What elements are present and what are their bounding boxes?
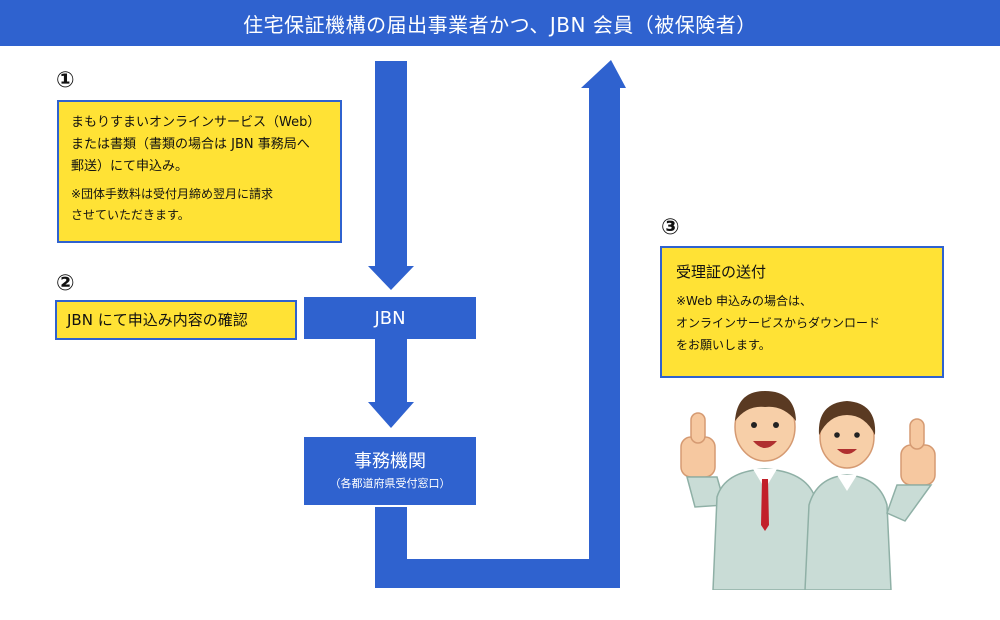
arrow-shaft-to-office — [375, 338, 407, 402]
step-3-line-3: をお願いします。 — [676, 338, 771, 352]
step-1-line-2: または書類（書類の場合は JBN 事務局へ — [71, 137, 310, 152]
right-thumb-icon — [886, 418, 936, 522]
man-figure — [712, 391, 818, 590]
step-3-title: 受理証の送付 — [676, 263, 767, 281]
step-2-label: JBN にて申込み内容の確認 — [67, 311, 248, 329]
left-thumb-icon — [680, 412, 726, 508]
step-1-note-2: させていただきます。 — [71, 208, 190, 222]
step-1-note-1: ※団体手数料は受付月締め翌月に請求 — [71, 187, 274, 201]
arrow-head-to-jbn — [368, 266, 414, 290]
step-3-line-1: ※Web 申込みの場合は、 — [676, 294, 813, 308]
step-1-line-1: まもりすまいオンラインサービス（Web） — [71, 115, 321, 130]
step-1-box: まもりすまいオンラインサービス（Web） または書類（書類の場合は JBN 事務… — [57, 100, 342, 243]
header-title: 住宅保証機構の届出事業者かつ、JBN 会員（被保険者） — [243, 12, 757, 37]
arrow-return-shape — [375, 60, 626, 588]
step-1-line-3: 郵送）にて申込み。 — [71, 159, 189, 174]
step-2-number: ② — [56, 271, 75, 296]
step-3-number: ③ — [661, 215, 680, 240]
step-3-line-2: オンラインサービスからダウンロード — [676, 316, 881, 330]
step-2-box: JBN にて申込み内容の確認 — [55, 300, 297, 340]
header-banner: 住宅保証機構の届出事業者かつ、JBN 会員（被保険者） — [0, 0, 1000, 46]
office-sublabel: （各都道府県受付窓口） — [329, 477, 451, 490]
office-label: 事務機関 — [354, 451, 426, 472]
arrow-head-to-office — [368, 402, 414, 428]
workers-thumbs-up-illustration — [680, 391, 936, 590]
jbn-label: JBN — [374, 307, 406, 329]
jbn-node: JBN — [304, 297, 476, 339]
woman-figure — [804, 401, 892, 590]
office-node: 事務機関 （各都道府県受付窓口） — [304, 437, 476, 505]
step-1-number: ① — [56, 68, 75, 93]
arrow-shaft-to-jbn — [375, 61, 407, 266]
step-3-box: 受理証の送付 ※Web 申込みの場合は、 オンラインサービスからダウンロード を… — [660, 246, 944, 378]
